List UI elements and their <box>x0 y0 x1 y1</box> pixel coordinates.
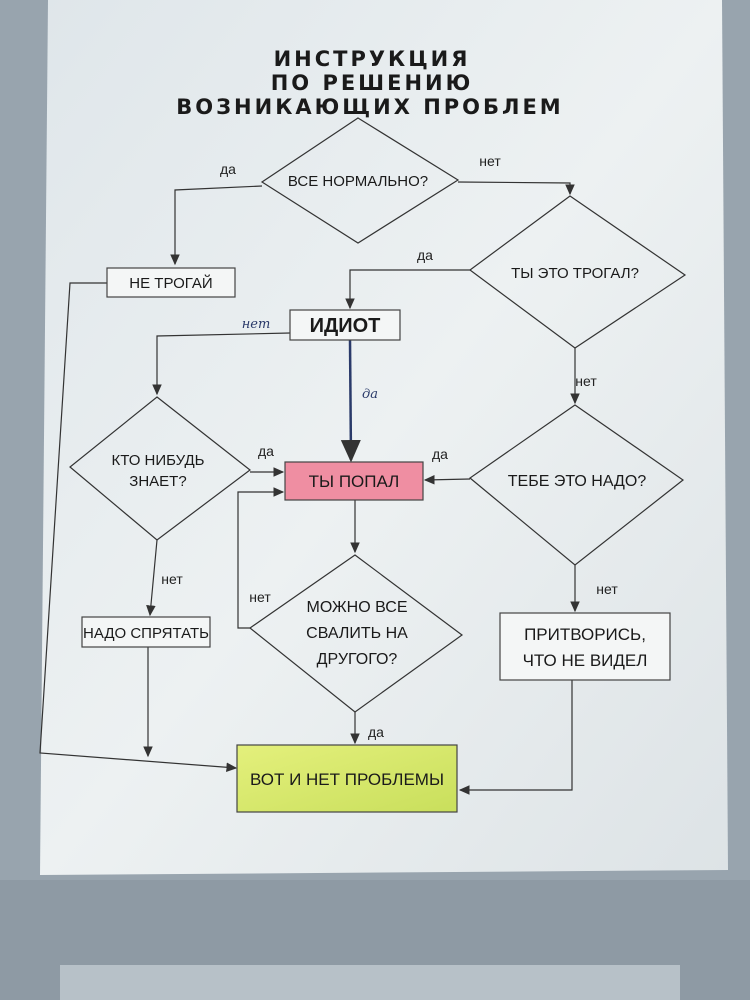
title-line-1: ИНСТРУКЦИЯ <box>274 47 471 71</box>
node-all-ok-label: ВСЕ НОРМАЛЬНО? <box>288 173 428 190</box>
edge-label-yes: да <box>417 247 433 263</box>
node-pretend-line-1: ПРИТВОРИСЬ, <box>524 625 646 644</box>
node-blame-line-1: МОЖНО ВСЕ <box>306 599 407 616</box>
node-dont-touch-label: НЕ ТРОГАЙ <box>129 274 212 292</box>
edge-label-no: нет <box>249 589 271 605</box>
title-line-3: ВОЗНИКАЮЩИХ ПРОБЛЕМ <box>176 95 563 119</box>
node-no-problem: ВОТ И НЕТ ПРОБЛЕМЫ <box>236 744 458 813</box>
node-touched: ТЫ ЭТО ТРОГАЛ? <box>468 195 687 349</box>
edge-label-no: нет <box>479 153 501 169</box>
node-you-are-done: ТЫ ПОПАЛ <box>284 461 424 501</box>
poster-paper <box>40 0 728 875</box>
node-idiot-label: ИДИОТ <box>310 315 381 337</box>
node-all-ok: ВСЕ НОРМАЛЬНО? <box>260 117 460 244</box>
node-anyone-knows-line-2: ЗНАЕТ? <box>129 473 186 490</box>
node-blame-line-2: СВАЛИТЬ НА <box>306 625 408 642</box>
node-need-it: ТЕБЕ ЭТО НАДО? <box>469 404 685 566</box>
node-blame: МОЖНО ВСЕ СВАЛИТЬ НА ДРУГОГО? <box>248 554 464 713</box>
title-line-2: ПО РЕШЕНИЮ <box>271 71 474 95</box>
node-pretend: ПРИТВОРИСЬ, ЧТО НЕ ВИДЕЛ <box>499 612 671 681</box>
node-blame-line-3: ДРУГОГО? <box>317 651 398 668</box>
node-idiot: ИДИОТ <box>289 309 401 341</box>
edge-label-yes: да <box>258 443 274 459</box>
edge-label-no-handwritten: нет <box>242 317 271 332</box>
node-anyone-knows-line-1: КТО НИБУДЬ <box>111 452 204 469</box>
paper-below <box>60 965 680 1000</box>
edge-label-no: нет <box>575 373 597 389</box>
edge-label-yes: да <box>432 446 448 462</box>
node-need-it-label: ТЕБЕ ЭТО НАДО? <box>508 473 647 490</box>
edge-label-no: нет <box>161 571 183 587</box>
node-hide-it: НАДО СПРЯТАТЬ <box>81 616 211 648</box>
edge-label-yes: да <box>368 724 384 740</box>
node-pretend-line-2: ЧТО НЕ ВИДЕЛ <box>523 651 648 670</box>
node-no-problem-label: ВОТ И НЕТ ПРОБЛЕМЫ <box>250 770 444 789</box>
edge-label-yes-handwritten: да <box>362 387 378 402</box>
edge-label-no: нет <box>596 581 618 597</box>
node-touched-label: ТЫ ЭТО ТРОГАЛ? <box>511 265 639 282</box>
node-you-are-done-label: ТЫ ПОПАЛ <box>309 472 400 491</box>
edge-label-yes: да <box>220 161 236 177</box>
node-dont-touch: НЕ ТРОГАЙ <box>106 267 236 298</box>
node-hide-it-label: НАДО СПРЯТАТЬ <box>83 625 209 642</box>
connectors <box>39 181 580 795</box>
node-anyone-knows: КТО НИБУДЬ ЗНАЕТ? <box>69 396 251 541</box>
